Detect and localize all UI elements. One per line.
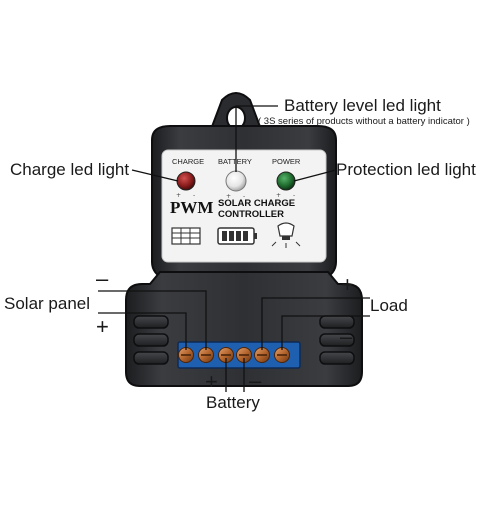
- power-led: [276, 171, 296, 191]
- leader-solar-minus: [98, 290, 207, 350]
- svg-text:-: -: [293, 192, 295, 199]
- svg-text:+: +: [176, 192, 181, 199]
- battery-icon: [217, 227, 257, 245]
- led-label-charge: CHARGE: [172, 157, 205, 166]
- callout-load: Load: [370, 296, 408, 315]
- load-minus-sign: –: [340, 324, 353, 349]
- led-polarity-marks: + - + - + -: [176, 192, 295, 200]
- terminal-screws: [178, 347, 290, 363]
- title-line-2: CONTROLLER: [218, 209, 284, 220]
- battery-minus-sign: –: [249, 368, 262, 393]
- leader-solar-plus: [98, 312, 187, 350]
- callout-battery-led: Battery level led light: [284, 96, 441, 115]
- callout-battery: Battery: [206, 393, 260, 412]
- solar-panel-icon: [171, 227, 201, 245]
- leader-lines: [98, 105, 370, 392]
- svg-text:-: -: [243, 193, 245, 200]
- left-ridges: [133, 315, 169, 365]
- leader-load-minus: [281, 315, 370, 350]
- led-label-power: POWER: [272, 157, 301, 166]
- brand-label: PWM: [170, 198, 214, 217]
- callout-charge-led: Charge led light: [10, 160, 130, 179]
- charge-led: [176, 171, 196, 191]
- leader-battery-led: [235, 105, 278, 172]
- svg-text:+: +: [226, 193, 231, 200]
- load-plus-sign: +: [341, 272, 354, 297]
- leader-load-plus: [261, 297, 370, 350]
- leader-protection-led: [293, 169, 337, 182]
- battery-plus-sign: +: [205, 369, 218, 394]
- title-line-1: SOLAR CHARGE: [218, 198, 296, 209]
- callout-battery-led-note: ( 3S series of products without a batter…: [258, 116, 470, 127]
- callout-protection-led: Protection led light: [336, 160, 476, 179]
- solar-plus-sign: +: [96, 314, 109, 339]
- svg-text:+: +: [276, 192, 281, 199]
- lamp-icon: [271, 222, 301, 248]
- battery-led: [225, 170, 247, 192]
- solar-minus-sign: –: [96, 266, 109, 291]
- leader-charge-led: [131, 169, 179, 182]
- callout-solar-panel: Solar panel: [4, 294, 91, 313]
- svg-text:-: -: [193, 192, 195, 199]
- led-label-battery: BATTERY: [218, 157, 252, 166]
